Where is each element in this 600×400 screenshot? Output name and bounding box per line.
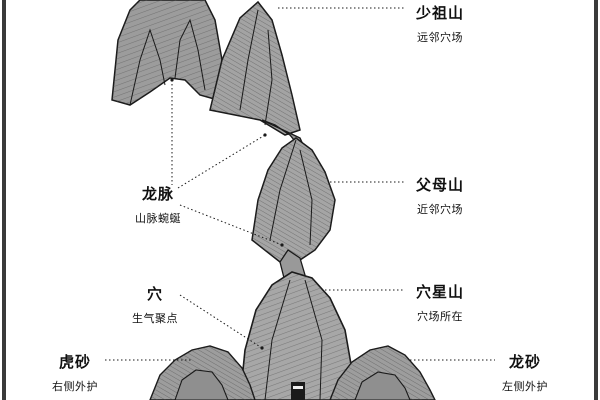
label-longsha-title: 龙砂 (508, 353, 541, 371)
upper-left-peaks (111, 0, 223, 106)
label-fumushan: 父母山 近邻穴场 (405, 174, 475, 217)
label-xuexingshan-subtitle: 穴场所在 (417, 310, 463, 323)
dragon-sand-hills (329, 345, 436, 400)
label-xue: 穴 生气聚点 (115, 283, 195, 326)
xuexingshan-peak (239, 271, 356, 400)
label-fumushan-subtitle: 近邻穴场 (417, 203, 463, 216)
label-shaozushan: 少祖山 远邻穴场 (405, 2, 475, 45)
leader-dots (170, 78, 284, 350)
label-shaozushan-title: 少祖山 (415, 4, 464, 22)
tiger-sand-hills (149, 345, 256, 400)
label-longsha: 龙砂 左侧外护 (490, 351, 560, 394)
label-longmai: 龙脉 山脉蜿蜒 (118, 183, 198, 226)
label-longmai-title: 龙脉 (141, 185, 174, 203)
left-frame-border (2, 0, 6, 400)
label-longsha-subtitle: 左侧外护 (502, 380, 548, 393)
leader-xue (179, 294, 263, 349)
label-xuexingshan-title: 穴星山 (415, 283, 464, 301)
right-frame-border (594, 0, 598, 400)
label-xue-subtitle: 生气聚点 (132, 312, 178, 325)
label-husha: 虎砂 右侧外护 (40, 351, 110, 394)
label-husha-subtitle: 右侧外护 (52, 380, 98, 393)
leader-longmai-upper (177, 134, 266, 189)
label-shaozushan-subtitle: 远邻穴场 (417, 31, 463, 44)
leader-lines (105, 7, 495, 361)
label-longmai-subtitle: 山脉蜿蜒 (135, 212, 181, 225)
label-xue-title: 穴 (146, 285, 163, 303)
label-husha-title: 虎砂 (58, 353, 91, 371)
shaozushan-peak (209, 0, 301, 136)
tomb-marker (291, 382, 305, 400)
label-xuexingshan: 穴星山 穴场所在 (405, 281, 475, 324)
fumushan-peak (251, 137, 336, 263)
label-fumushan-title: 父母山 (415, 176, 464, 194)
